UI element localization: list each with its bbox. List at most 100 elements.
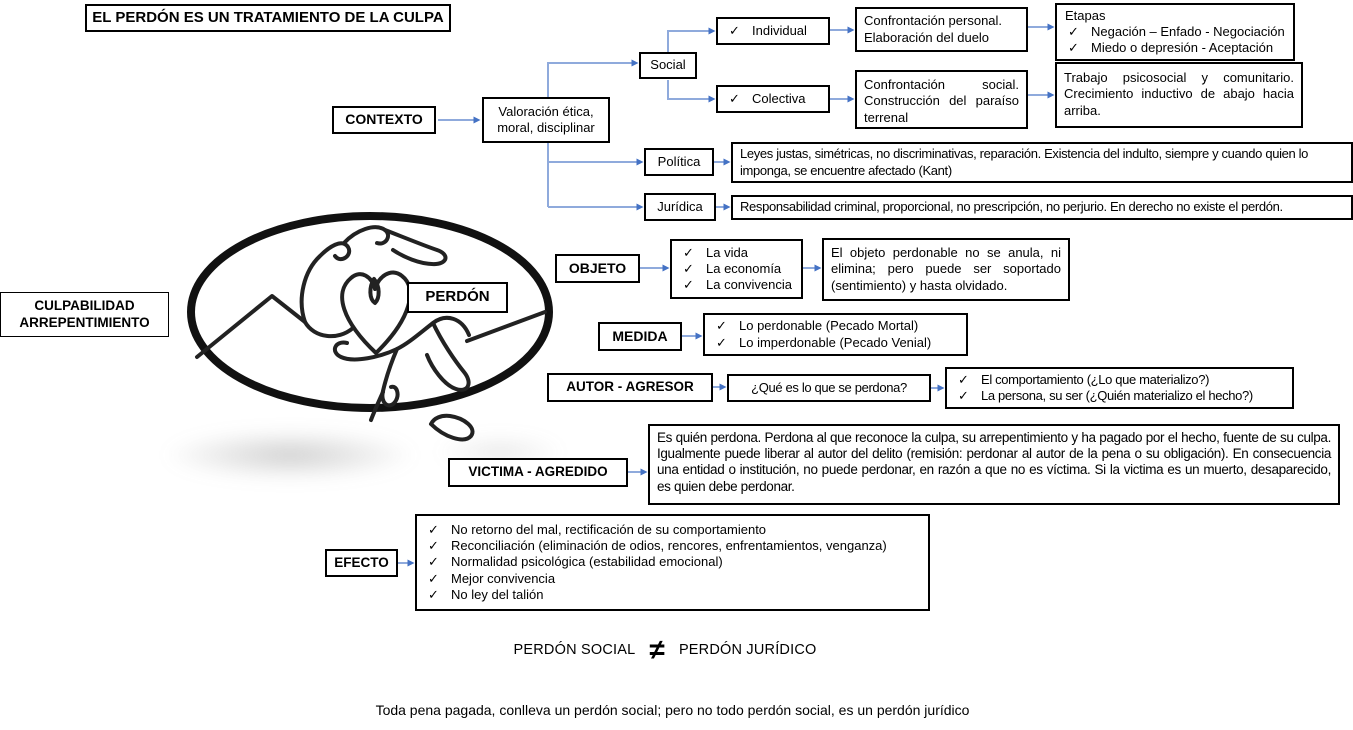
list-item: ✓ Lo imperdonable (Pecado Venial): [711, 335, 960, 351]
check-icon: ✓: [428, 554, 439, 570]
check-icon: ✓: [428, 538, 439, 554]
upper-hand-palm: [299, 241, 352, 324]
medida-items-box: ✓ Lo perdonable (Pecado Mortal) ✓ Lo imperd…: [703, 313, 968, 356]
politica-node: Política: [644, 148, 714, 176]
responsabilidad-box: Responsabilidad criminal, proporcional, …: [731, 195, 1353, 220]
list-item-text: No ley del talión: [451, 586, 544, 602]
list-item-text: Mejor convivencia: [451, 570, 556, 586]
victima-text-box: Es quién perdona. Perdona al que reconoc…: [648, 424, 1340, 505]
contexto-node: CONTEXTO: [332, 106, 436, 134]
efecto-label: EFECTO: [334, 554, 389, 570]
footer-note-text: Toda pena pagada, conlleva un perdón soc…: [375, 702, 970, 718]
etapas-title: Etapas: [1065, 7, 1106, 23]
check-icon: ✓: [958, 371, 969, 387]
victima-text: Es quién perdona. Perdona al que reconoc…: [657, 430, 1331, 494]
upper-hand-finger-loop: [342, 225, 390, 246]
medida-label: MEDIDA: [612, 327, 668, 344]
check-icon: ✓: [716, 318, 727, 334]
list-item-text: No retorno del mal, rectificación de su …: [451, 521, 767, 537]
check-icon: ✓: [683, 244, 694, 260]
inequality-statement: PERDÓN SOCIAL ≠ PERDÓN JURÍDICO: [0, 636, 1330, 664]
confrontacion-social-box: Confrontación social. Construcción del p…: [855, 70, 1028, 129]
lower-hand-palm: [425, 321, 471, 392]
lower-hand-tail: [369, 390, 385, 422]
check-icon: ✓: [958, 388, 969, 403]
list-item-text: Colectiva: [752, 90, 806, 106]
list-item-text: Lo perdonable (Pecado Mortal): [739, 318, 919, 334]
list-item: ✓ Individual: [724, 23, 822, 39]
heart-inner-loop: [368, 277, 381, 305]
list-item-text: La convivencia: [706, 277, 792, 293]
etapas-list: ✓ Negación – Enfado - Negociación ✓ Miedo o…: [1063, 24, 1287, 57]
lower-hand-fingers: [332, 315, 471, 362]
heart-icon: [340, 270, 413, 355]
list-item: ✓La vida: [678, 245, 795, 261]
list-item: ✓ Normalidad psicológica (estabilidad emo…: [423, 554, 922, 570]
autor-items-box: ✓El comportamiento (¿Lo que materializo?…: [945, 367, 1294, 409]
list-item-text: Individual: [752, 22, 807, 38]
hands-heart-illustration: [187, 212, 553, 442]
social-label: Social: [650, 57, 686, 73]
list-item: ✓El comportamiento (¿Lo que materializo?…: [953, 372, 1286, 388]
not-equal-icon: ≠: [649, 634, 665, 665]
list-item: ✓ No retorno del mal, rectificación de su…: [423, 522, 922, 538]
leyes-text: Leyes justas, simétricas, no discriminat…: [740, 146, 1309, 178]
responsabilidad-text: Responsabilidad criminal, proporcional, …: [740, 199, 1283, 215]
check-icon: ✓: [428, 521, 439, 537]
check-icon: ✓: [1068, 40, 1079, 56]
list-item-text: Reconciliación (eliminación de odios, re…: [451, 538, 887, 554]
culpabilidad-label: CULPABILIDAD ARREPENTIMIENTO: [19, 297, 150, 330]
lower-hand-finger-down: [380, 347, 400, 408]
check-icon: ✓: [729, 90, 740, 106]
autor-label: AUTOR - AGRESOR: [566, 379, 694, 395]
confrontacion-personal-box: Confrontación personal. Elaboración del …: [855, 7, 1028, 52]
objeto-node: OBJETO: [555, 254, 640, 283]
list-item: ✓ No ley del talión: [423, 587, 922, 603]
objeto-items-box: ✓La vida✓ La economía ✓ La convivencia: [670, 239, 803, 299]
victima-node: VICTIMA - AGREDIDO: [448, 458, 628, 487]
culpabilidad-box: CULPABILIDAD ARREPENTIMIENTO: [0, 292, 169, 337]
list-item-text: La persona, su ser (¿Quién materializo e…: [981, 388, 1253, 403]
list-item: ✓ La persona, su ser (¿Quién materializo …: [953, 388, 1286, 404]
juridica-label: Jurídica: [657, 198, 703, 214]
upper-hand-long-finger: [383, 228, 448, 267]
list-item: ✓ La economía: [678, 261, 795, 277]
etapas-box: Etapas ✓Negación – Enfado - Negociación✓…: [1055, 3, 1295, 61]
autor-question-box: ¿Qué es lo que se perdona?: [727, 374, 931, 402]
inequality-left: PERDÓN SOCIAL: [513, 641, 636, 658]
objeto-text-box: El objeto perdonable no se anula, ni eli…: [822, 238, 1070, 301]
victima-label: VICTIMA - AGREDIDO: [468, 464, 608, 480]
autor-node: AUTOR - AGRESOR: [547, 373, 713, 402]
social-node: Social: [639, 52, 697, 79]
confrontacion-social-text: Confrontación social. Construcción del p…: [864, 77, 1019, 125]
autor-question-text: ¿Qué es lo que se perdona?: [751, 379, 907, 395]
politica-label: Política: [657, 153, 701, 169]
list-item: ✓ Miedo o depresión - Aceptación: [1063, 40, 1287, 56]
medida-node: MEDIDA: [598, 322, 682, 351]
trabajo-box: Trabajo psicosocial y comunitario. Creci…: [1055, 62, 1303, 128]
check-icon: ✓: [716, 334, 727, 350]
efecto-items-box: ✓ No retorno del mal, rectificación de su…: [415, 514, 930, 611]
inequality-right: PERDÓN JURÍDICO: [678, 641, 817, 658]
page-title: EL PERDÓN ES UN TRATAMIENTO DE LA CULPA: [92, 8, 444, 26]
list-item: ✓ Colectiva: [724, 91, 822, 107]
juridica-node: Jurídica: [644, 193, 716, 221]
colectiva-node: ✓ Colectiva: [716, 85, 830, 113]
list-item: ✓ Reconciliación (eliminación de odios, r…: [423, 538, 922, 554]
list-item-text: Normalidad psicológica (estabilidad emoc…: [451, 554, 723, 570]
upper-hand-bottom: [303, 320, 355, 339]
list-item-text: Miedo o depresión - Aceptación: [1091, 40, 1274, 56]
check-icon: ✓: [1068, 23, 1079, 39]
valoracion-node: Valoración ética, moral, disciplinar: [482, 97, 610, 143]
list-item-text: Lo imperdonable (Pecado Venial): [739, 334, 932, 350]
title-box: EL PERDÓN ES UN TRATAMIENTO DE LA CULPA: [85, 4, 451, 32]
list-item-text: La economía: [706, 260, 782, 276]
perdon-label: PERDÓN: [425, 288, 490, 306]
list-item: ✓ Lo perdonable (Pecado Mortal): [711, 318, 960, 334]
check-icon: ✓: [428, 586, 439, 602]
check-icon: ✓: [683, 260, 694, 276]
footer-note: Toda pena pagada, conlleva un perdón soc…: [0, 702, 1345, 720]
check-icon: ✓: [729, 22, 740, 38]
list-item-text: Negación – Enfado - Negociación: [1091, 23, 1285, 39]
